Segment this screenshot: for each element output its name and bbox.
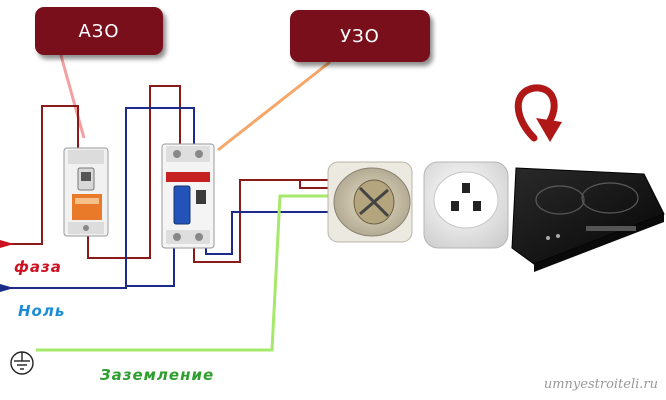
wall-socket xyxy=(423,161,509,249)
neutral-wires xyxy=(0,107,330,289)
uzo-callout: УЗО xyxy=(290,10,430,62)
uzo-pointer xyxy=(217,60,331,152)
azo-pointer xyxy=(58,51,86,139)
neutral-arrow-icon xyxy=(0,284,14,292)
azo-callout: АЗО xyxy=(35,7,163,55)
phase-wire-label: фаза xyxy=(14,258,62,276)
phase-arrow-icon xyxy=(0,240,14,248)
rcd-uzo xyxy=(161,143,215,249)
induction-hob xyxy=(511,167,665,272)
phase-wires xyxy=(0,85,360,263)
site-watermark: umnyestroiteli.ru xyxy=(543,377,658,392)
ground-wire-label: Заземление xyxy=(100,366,215,384)
ground-wire xyxy=(36,194,330,352)
rotate-arrow-icon xyxy=(514,84,562,142)
circuit-breaker-azo xyxy=(63,147,109,237)
neutral-wire-label: Ноль xyxy=(18,302,66,320)
ground-symbol-icon xyxy=(10,351,34,375)
plug-connector xyxy=(327,161,413,243)
